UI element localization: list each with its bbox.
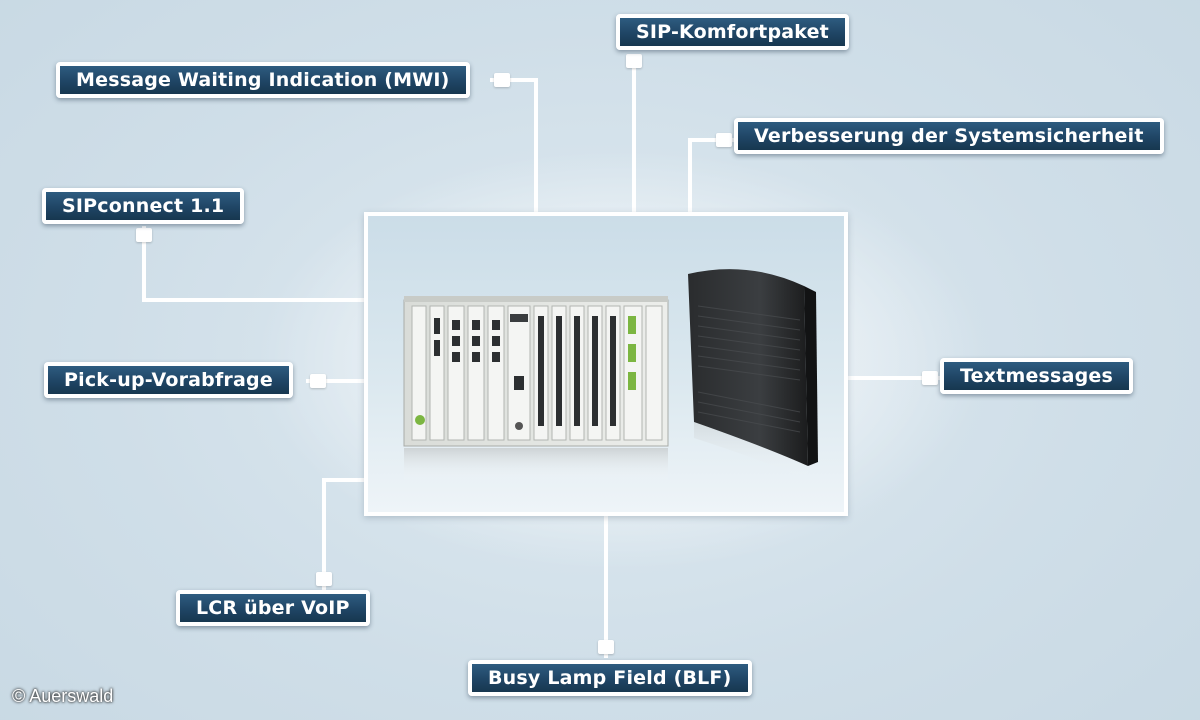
- center-device-panel: [364, 212, 848, 516]
- plug-blf: [598, 640, 614, 654]
- wire-sicherheit: [688, 138, 736, 214]
- node-lcr-ueber-voip: LCR über VoIP: [176, 590, 370, 626]
- node-sip-komfortpaket: SIP-Komfortpaket: [616, 14, 849, 50]
- node-mwi: Message Waiting Indication (MWI): [56, 62, 470, 98]
- plug-textmessages: [922, 371, 938, 385]
- plug-sipconnect: [136, 228, 152, 242]
- compact-pbx-unit: [688, 269, 818, 480]
- copyright-text: © Auerswald: [12, 686, 114, 706]
- plug-pickup: [310, 374, 326, 388]
- node-pickup-vorabfrage: Pick-up-Vorabfrage: [44, 362, 293, 398]
- node-sipconnect: SIPconnect 1.1: [42, 188, 245, 224]
- wire-mwi: [490, 78, 538, 214]
- plug-mwi: [494, 73, 510, 87]
- wire-sipconnect: [142, 226, 366, 302]
- node-busy-lamp-field: Busy Lamp Field (BLF): [468, 660, 752, 696]
- node-textmessages: Textmessages: [940, 358, 1133, 394]
- plug-sip-komfort: [626, 54, 642, 68]
- device-illustration: [403, 269, 818, 482]
- modular-pbx-rack: [403, 296, 669, 482]
- wire-lcr: [322, 478, 366, 590]
- node-systemsicherheit: Verbesserung der Systemsicherheit: [734, 118, 1164, 154]
- plug-sicherheit: [716, 133, 732, 147]
- plug-lcr: [316, 572, 332, 586]
